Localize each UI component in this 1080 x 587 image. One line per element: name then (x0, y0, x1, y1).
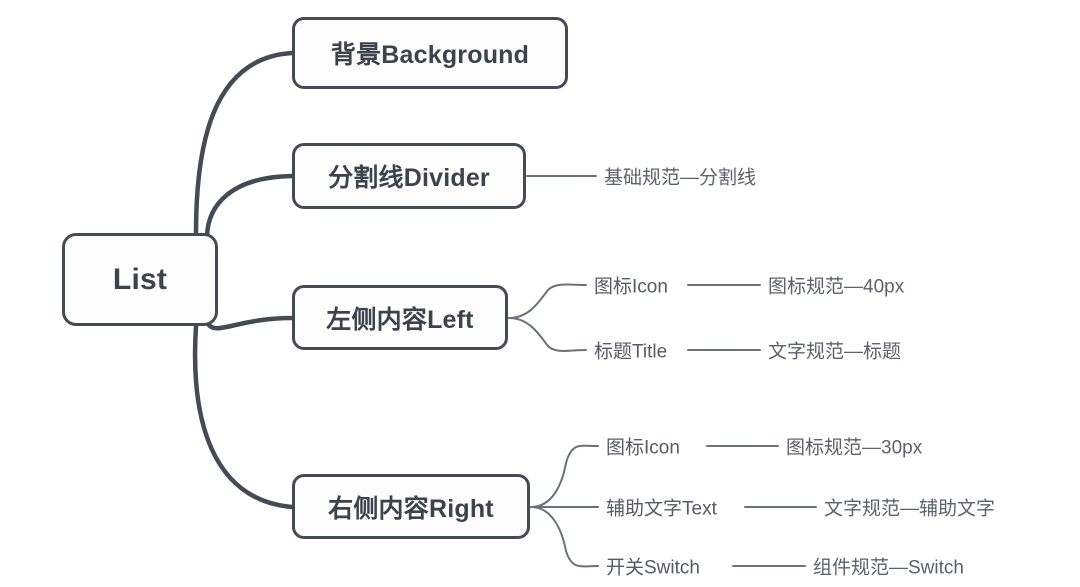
edge-right-fan-icon (530, 444, 599, 508)
edge-left-fan-title (508, 317, 587, 352)
leaf-right-switch[interactable]: 开关Switch (606, 557, 700, 579)
root-node-label: List (112, 262, 168, 296)
edge-left-fan-icon (508, 283, 587, 319)
leaf-right-text-detail[interactable]: 文字规范—辅助文字 (824, 498, 996, 520)
mindmap-node-right[interactable]: 右侧内容Right (292, 474, 530, 539)
node-right-label: 右侧内容Right (328, 494, 494, 523)
node-divider-label: 分割线Divider (328, 164, 490, 192)
leaf-left-icon[interactable]: 图标Icon (594, 276, 668, 298)
leaf-left-title[interactable]: 标题Title (594, 341, 668, 363)
node-background-label: 背景Background (330, 41, 530, 69)
edge-root-right (192, 323, 295, 510)
mindmap-node-divider[interactable]: 分割线Divider (292, 143, 526, 209)
edge-root-left (204, 315, 295, 331)
leaf-right-icon[interactable]: 图标Icon (606, 437, 680, 459)
edge-right-fan-switch (530, 506, 599, 568)
leaf-divider-spec[interactable]: 基础规范—分割线 (604, 167, 757, 189)
leaf-right-icon-detail[interactable]: 图标规范—30px (786, 437, 923, 459)
mindmap-node-left[interactable]: 左侧内容Left (292, 285, 508, 350)
leaf-right-switch-detail[interactable]: 组件规范—Switch (813, 557, 964, 579)
leaf-right-text[interactable]: 辅助文字Text (606, 498, 717, 520)
leaf-left-icon-detail[interactable]: 图标规范—40px (768, 276, 905, 298)
edge-root-divider (204, 173, 295, 239)
node-left-label: 左侧内容Left (326, 305, 474, 334)
mindmap-root-node[interactable]: List (62, 233, 218, 326)
mindmap-node-background[interactable]: 背景Background (292, 17, 568, 89)
leaf-left-title-detail[interactable]: 文字规范—标题 (768, 341, 902, 363)
edge-root-background (193, 50, 295, 236)
